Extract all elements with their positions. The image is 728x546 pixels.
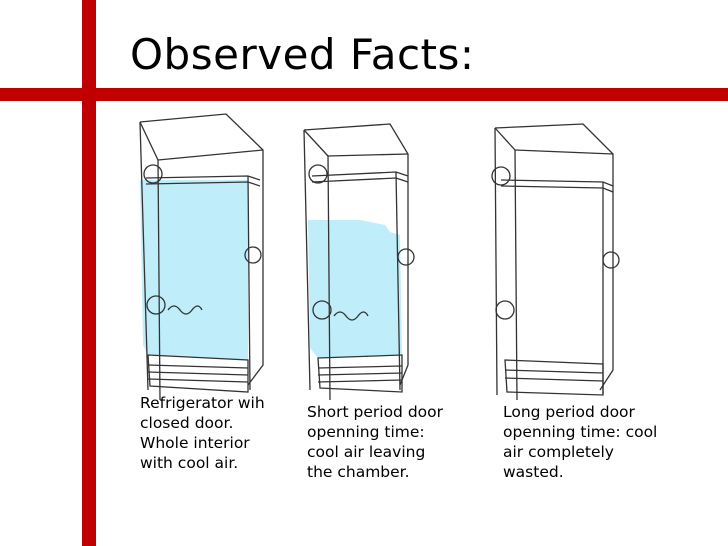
red-horizontal-bar [0,88,728,101]
cool-air-region [140,180,248,360]
cool-air-region [308,220,402,358]
caption-long-open: Long period door openning time: cool air… [503,403,658,481]
fridge-sketch-long-open [491,123,620,400]
fridge-sketch-closed-door [139,113,264,400]
red-vertical-bar [82,0,96,546]
caption-closed-door: Refrigerator wih closed door. Whole inte… [140,394,265,472]
fridge-sketch-short-open [303,123,415,400]
caption-short-open: Short period door openning time: cool ai… [307,403,444,481]
slide-title: Observed Facts: [130,30,475,79]
